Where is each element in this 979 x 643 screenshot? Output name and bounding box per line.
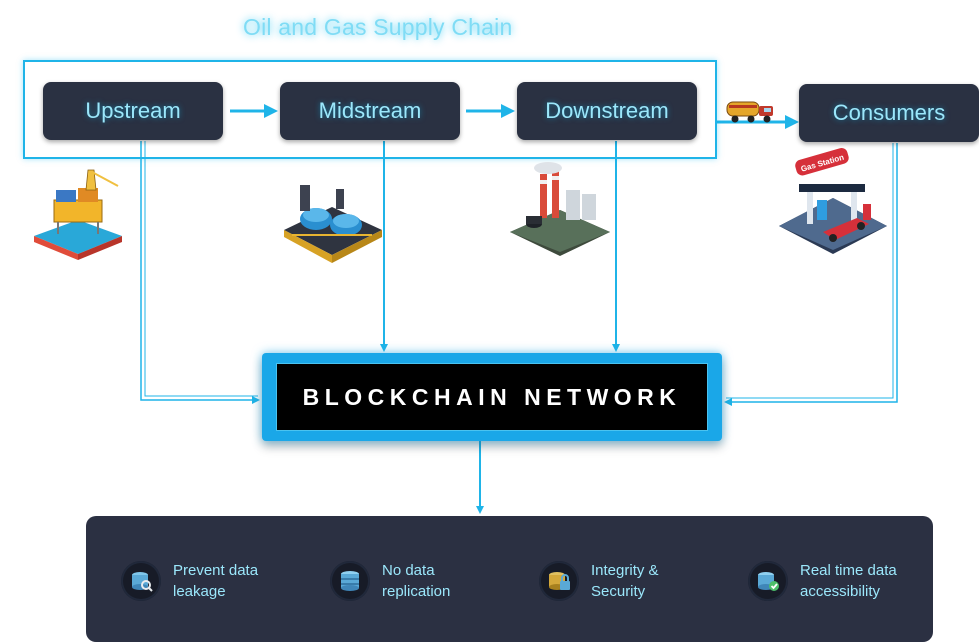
benefit-realtime-access: Real time data accessibility [748, 560, 900, 602]
benefit-line: leakage [173, 583, 226, 600]
tanker-truck-icon [726, 101, 773, 123]
supply-chain-frame [23, 60, 717, 159]
stage-consumers: Consumers [799, 84, 979, 142]
benefit-line: accessibility [800, 583, 881, 600]
benefit-line: No data [382, 562, 435, 579]
gas-station-icon: Gas Station [779, 148, 887, 254]
benefit-line: Security [591, 583, 646, 600]
benefit-line: Prevent data [173, 562, 259, 579]
database-stack-icon [330, 561, 370, 601]
database-search-icon [121, 561, 161, 601]
benefit-no-replication: No data replication [330, 560, 482, 602]
database-check-icon [748, 561, 788, 601]
diagram-title: Oil and Gas Supply Chain [243, 14, 513, 40]
stage-upstream: Upstream [43, 82, 223, 140]
benefit-integrity-security: Integrity & Security [539, 560, 691, 602]
stage-midstream: Midstream [280, 82, 460, 140]
refinery-icon [510, 162, 610, 256]
benefit-prevent-leakage: Prevent data leakage [121, 560, 273, 602]
benefit-line: Real time data [800, 562, 897, 579]
storage-tanks-icon [284, 185, 382, 263]
wire-consumers-blockchain [724, 143, 898, 406]
benefit-line: replication [382, 583, 451, 600]
lock-database-icon [539, 561, 579, 601]
blockchain-network: BLOCKCHAIN NETWORK [276, 363, 708, 431]
benefits-panel [86, 516, 933, 642]
benefit-line: Integrity & [591, 562, 659, 579]
offshore-rig-icon [34, 169, 122, 260]
wire-upstream-blockchain [140, 141, 260, 404]
stage-downstream: Downstream [517, 82, 697, 140]
